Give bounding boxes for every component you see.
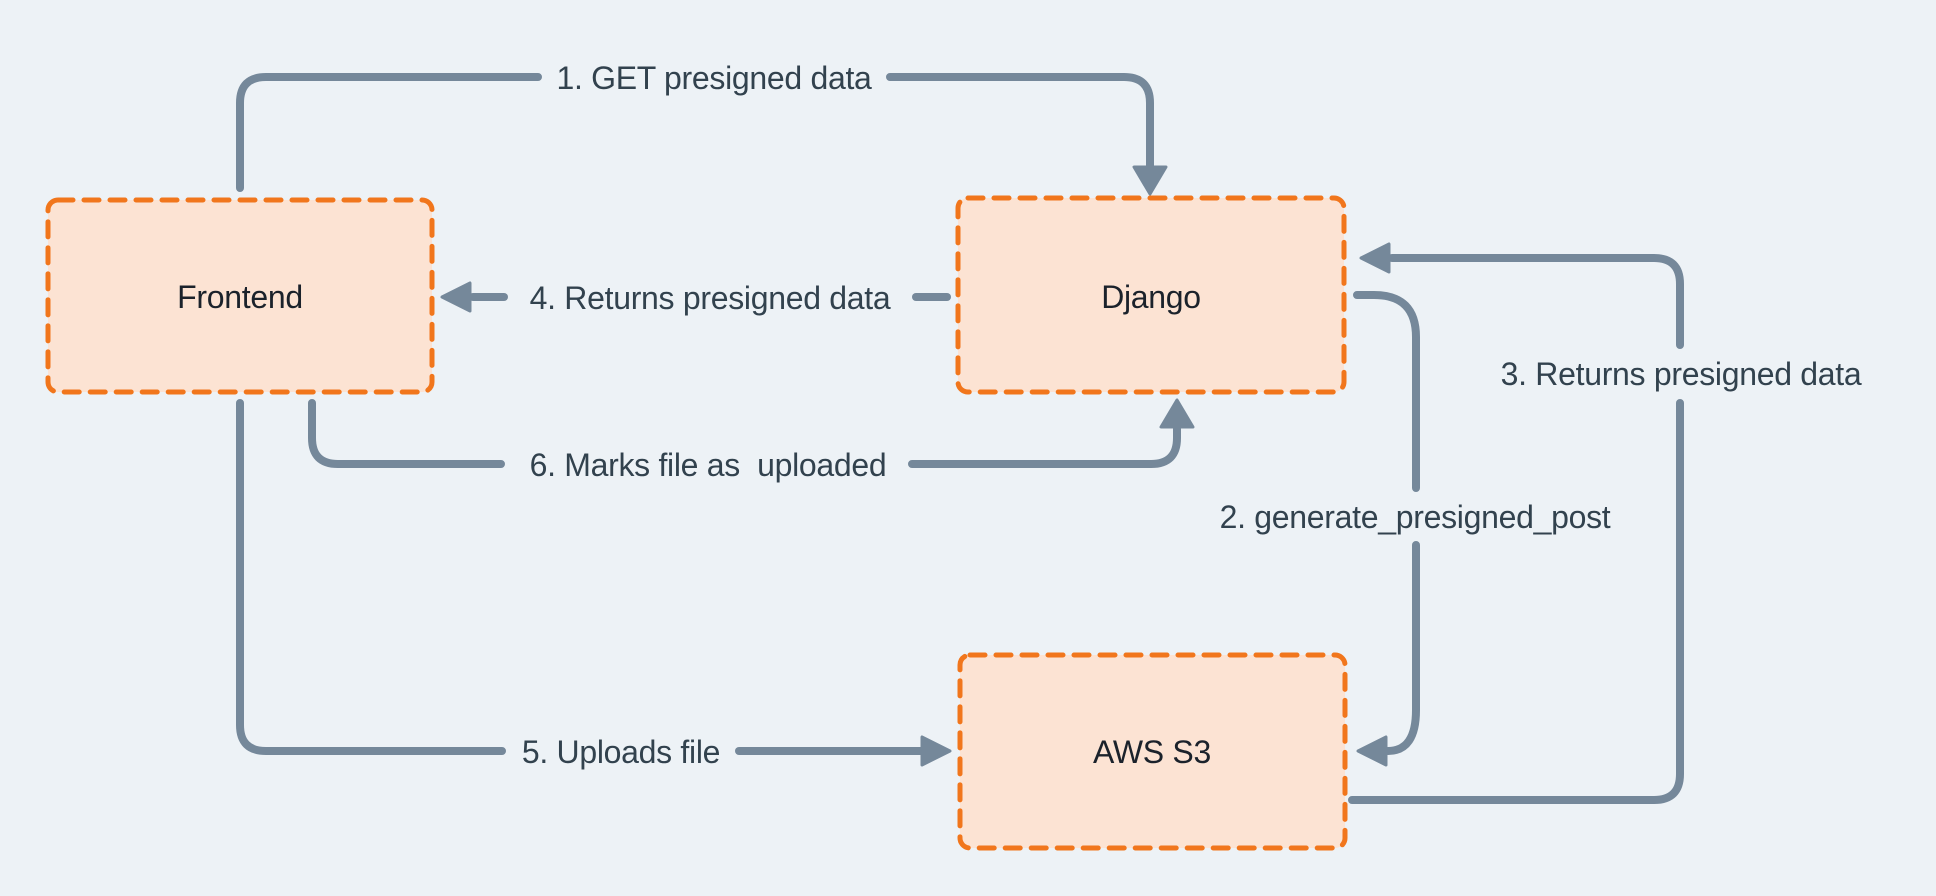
arrow-step2: 2. generate_presigned_post [1220, 291, 1611, 767]
aws-s3-box [957, 652, 1348, 851]
arrow-left-icon [1356, 735, 1388, 767]
arrow-step2-line-end [1384, 541, 1420, 755]
arrow-step2-line-start [1353, 291, 1420, 492]
node-frontend: Frontend [45, 197, 435, 395]
arrow-step2-label: 2. generate_presigned_post [1220, 499, 1611, 535]
arrow-step5-label: 5. Uploads file [522, 734, 720, 770]
arrow-step6-line-start [308, 399, 505, 468]
arrow-step1-line-end [886, 73, 1154, 171]
django-box [955, 195, 1347, 395]
node-aws-s3: AWS S3 [957, 652, 1348, 851]
arrow-right-icon [920, 735, 952, 767]
arrow-step6-label: 6. Marks file as uploaded [530, 447, 887, 483]
arrow-step5-line-start [236, 399, 506, 755]
node-django: Django [955, 195, 1347, 395]
arrow-down-icon [1132, 165, 1168, 196]
arrow-step5: 5. Uploads file [236, 399, 952, 770]
arrow-step4: 4. Returns presigned data [440, 280, 951, 316]
arrow-step3-line-start [1348, 399, 1684, 804]
arrow-step1-line-start [236, 73, 542, 192]
arrow-step3-line-end [1388, 254, 1684, 349]
aws-s3-label: AWS S3 [1093, 734, 1211, 770]
arrow-left-icon [440, 281, 472, 313]
arrow-step3-label: 3. Returns presigned data [1501, 356, 1862, 392]
arrow-step3: 3. Returns presigned data [1348, 242, 1862, 804]
arrow-step6: 6. Marks file as uploaded [308, 398, 1195, 483]
frontend-box [45, 197, 435, 395]
django-label: Django [1101, 279, 1201, 315]
arrow-up-icon [1159, 398, 1195, 429]
arrow-step1: 1. GET presigned data [236, 60, 1168, 196]
arrow-step1-label: 1. GET presigned data [556, 60, 872, 96]
frontend-label: Frontend [177, 279, 303, 315]
arrow-step4-label: 4. Returns presigned data [530, 280, 891, 316]
arrow-step6-line-end [908, 425, 1181, 468]
arrow-left-icon [1359, 242, 1391, 274]
